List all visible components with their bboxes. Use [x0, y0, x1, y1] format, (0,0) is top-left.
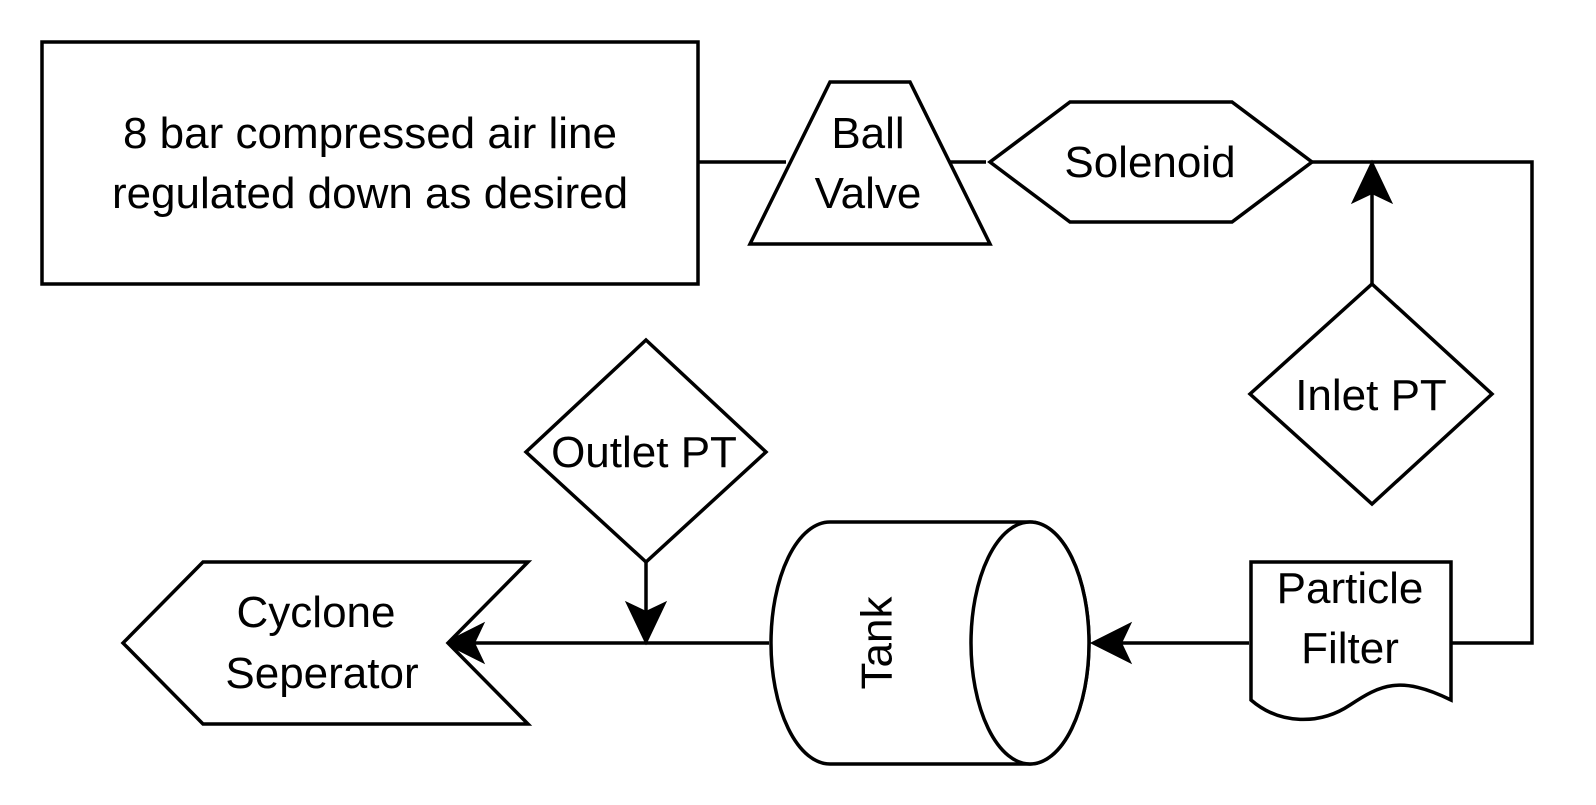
outlet-pt-node: Outlet PT: [523, 337, 769, 565]
connector-solenoid-to-filter: [1306, 160, 1534, 645]
ball-valve-node: Ball Valve: [747, 80, 993, 246]
ball-valve-label-line1: Ball: [831, 109, 904, 158]
arrowhead-tank: [1089, 621, 1133, 665]
particle-filter-node: Particle Filter: [1249, 560, 1453, 722]
arrowhead-outlet-pt: [624, 600, 668, 646]
air-source-box: 8 bar compressed air line regulated down…: [40, 40, 700, 286]
air-source-label-line2: regulated down as desired: [112, 169, 628, 218]
connectors: [442, 159, 1534, 665]
solenoid-label: Solenoid: [1064, 138, 1235, 187]
solenoid-node: Solenoid: [987, 100, 1315, 224]
tank-node: Tank: [769, 520, 1091, 766]
cyclone-label-line1: Cyclone: [237, 588, 396, 637]
arrowhead-inlet-pt: [1350, 159, 1394, 205]
cyclone-separator-node: Cyclone Seperator: [120, 560, 533, 726]
arrowhead-cyclone: [442, 621, 486, 665]
inlet-pt-node: Inlet PT: [1247, 281, 1495, 507]
cyclone-label-line2: Seperator: [225, 649, 418, 698]
particle-filter-label-line1: Particle: [1277, 564, 1424, 613]
tank-label: Tank: [853, 596, 902, 690]
inlet-pt-label: Inlet PT: [1295, 371, 1447, 420]
particle-filter-label-line2: Filter: [1301, 624, 1399, 673]
air-source-label-line1: 8 bar compressed air line: [123, 109, 617, 158]
outlet-pt-label: Outlet PT: [551, 428, 737, 477]
ball-valve-label-line2: Valve: [815, 169, 922, 218]
